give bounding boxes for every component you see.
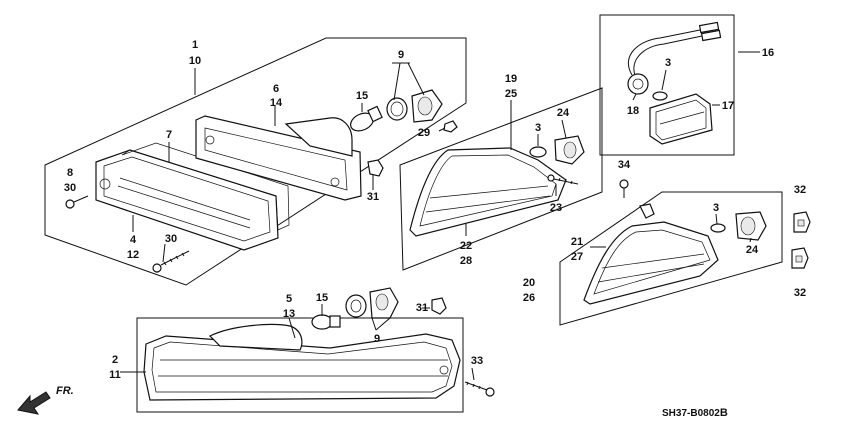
label-24b: 24 <box>746 244 759 256</box>
label-34: 34 <box>618 159 631 171</box>
direction-label: FR. <box>56 385 74 397</box>
screw-34 <box>619 179 629 198</box>
label-31: 31 <box>367 191 379 203</box>
label-13: 13 <box>283 308 295 320</box>
group-frame-side-marker <box>599 14 735 156</box>
label-10: 10 <box>189 55 201 67</box>
label-17: 17 <box>722 100 734 112</box>
side-marker-socket <box>627 73 649 95</box>
label-12: 12 <box>127 249 139 261</box>
diagram-code-prefix: SH37-B0802 <box>662 408 720 419</box>
screw-23 <box>547 174 579 185</box>
turn-signal-housing-lower <box>208 323 303 351</box>
label-24: 24 <box>557 107 570 119</box>
label-9b: 9 <box>374 333 380 345</box>
corner-light-assembly-right <box>399 87 603 271</box>
group-frame-upper <box>44 37 467 286</box>
label-16: 16 <box>762 47 774 59</box>
screw-8 <box>65 195 89 209</box>
label-14: 14 <box>270 97 283 109</box>
clip-32-lower <box>791 247 809 269</box>
label-15: 15 <box>356 90 368 102</box>
label-19: 19 <box>505 73 517 85</box>
label-8: 8 <box>67 167 73 179</box>
label-26: 26 <box>523 292 535 304</box>
clip-31-upper <box>367 159 384 177</box>
turn-signal-assembly-upper <box>44 37 467 286</box>
label-29: 29 <box>418 127 430 139</box>
group-frame-center <box>399 87 603 271</box>
label-1: 1 <box>192 39 198 51</box>
group-frame-lower-right <box>559 191 783 326</box>
label-21: 21 <box>571 236 583 248</box>
label-32: 32 <box>794 184 806 196</box>
socket-upper <box>386 89 443 123</box>
clip-32-upper <box>793 211 811 233</box>
label-15b: 15 <box>316 292 328 304</box>
part-number-labels: 1 10 9 6 14 15 7 29 8 30 31 4 12 30 19 2… <box>64 39 806 381</box>
label-32b: 32 <box>794 287 806 299</box>
label-22: 22 <box>460 240 472 252</box>
label-3c: 3 <box>713 202 719 214</box>
label-2: 2 <box>112 354 118 366</box>
label-33: 33 <box>471 355 483 367</box>
label-23: 23 <box>550 202 562 214</box>
front-direction-arrow: FR. <box>17 385 74 415</box>
corner-light-assembly-left <box>559 179 783 326</box>
diagram-code: SH37-B0802B <box>662 407 728 419</box>
label-3: 3 <box>535 122 541 134</box>
diagram-code-suffix: B <box>720 407 728 419</box>
label-30: 30 <box>64 182 76 194</box>
label-27: 27 <box>571 251 583 263</box>
label-28: 28 <box>460 255 472 267</box>
side-marker-lens <box>649 93 713 145</box>
label-25: 25 <box>505 88 517 100</box>
label-11: 11 <box>109 369 121 381</box>
label-5: 5 <box>286 293 292 305</box>
corner-bulb-right <box>529 146 547 158</box>
label-6: 6 <box>273 83 279 95</box>
side-marker-assembly <box>599 14 760 156</box>
label-30b: 30 <box>165 233 177 245</box>
socket-lower <box>345 287 399 319</box>
clip-29 <box>443 120 458 133</box>
label-20: 20 <box>523 277 535 289</box>
clip-31-lower <box>431 297 447 315</box>
corner-socket-right <box>554 135 585 165</box>
corner-lens-left <box>583 203 719 305</box>
turn-signal-lens-upper <box>95 142 290 251</box>
corner-bulb-left <box>710 223 726 233</box>
label-31b: 31 <box>416 302 428 314</box>
label-7: 7 <box>166 129 172 141</box>
group-frame-lower <box>136 317 464 413</box>
label-3b: 3 <box>665 57 671 69</box>
label-18: 18 <box>627 105 639 117</box>
label-4: 4 <box>130 234 137 246</box>
side-marker-bulb <box>652 91 668 101</box>
turn-signal-housing-upper <box>195 115 362 201</box>
bulb-lower <box>311 314 341 330</box>
corner-socket-left <box>735 211 767 241</box>
bulb-upper <box>350 105 383 132</box>
turn-signal-assembly-lower <box>120 287 495 413</box>
label-9: 9 <box>398 49 404 61</box>
screw-33 <box>464 381 495 397</box>
screw-30 <box>152 250 190 273</box>
corner-lens-right <box>409 147 567 237</box>
